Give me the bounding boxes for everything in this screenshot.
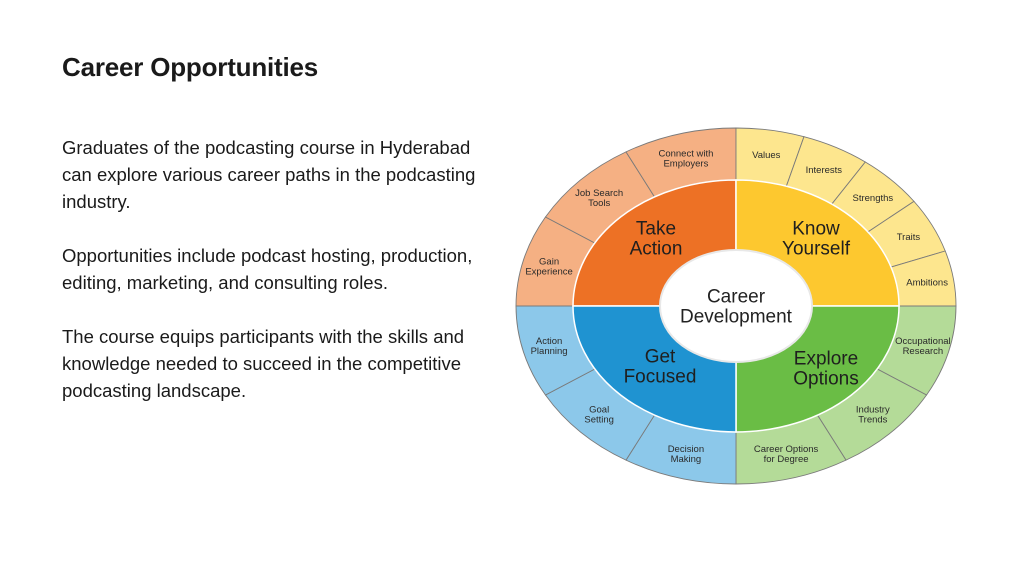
know-yourself-item-label: Strengths [852, 193, 893, 204]
know-yourself-item-label: Interests [806, 165, 843, 176]
center-circle [659, 249, 813, 363]
paragraph: The course equips participants with the … [62, 326, 465, 401]
body-text: Graduates of the podcasting course in Hy… [62, 134, 502, 431]
paragraph: Opportunities include podcast hosting, p… [62, 245, 473, 293]
know-yourself-item-label: Ambitions [906, 277, 948, 288]
know-yourself-item-label: Traits [897, 232, 921, 243]
know-yourself-item-label: Values [752, 150, 781, 161]
paragraph: Graduates of the podcasting course in Hy… [62, 137, 476, 212]
slide-title: Career Opportunities [62, 52, 319, 82]
